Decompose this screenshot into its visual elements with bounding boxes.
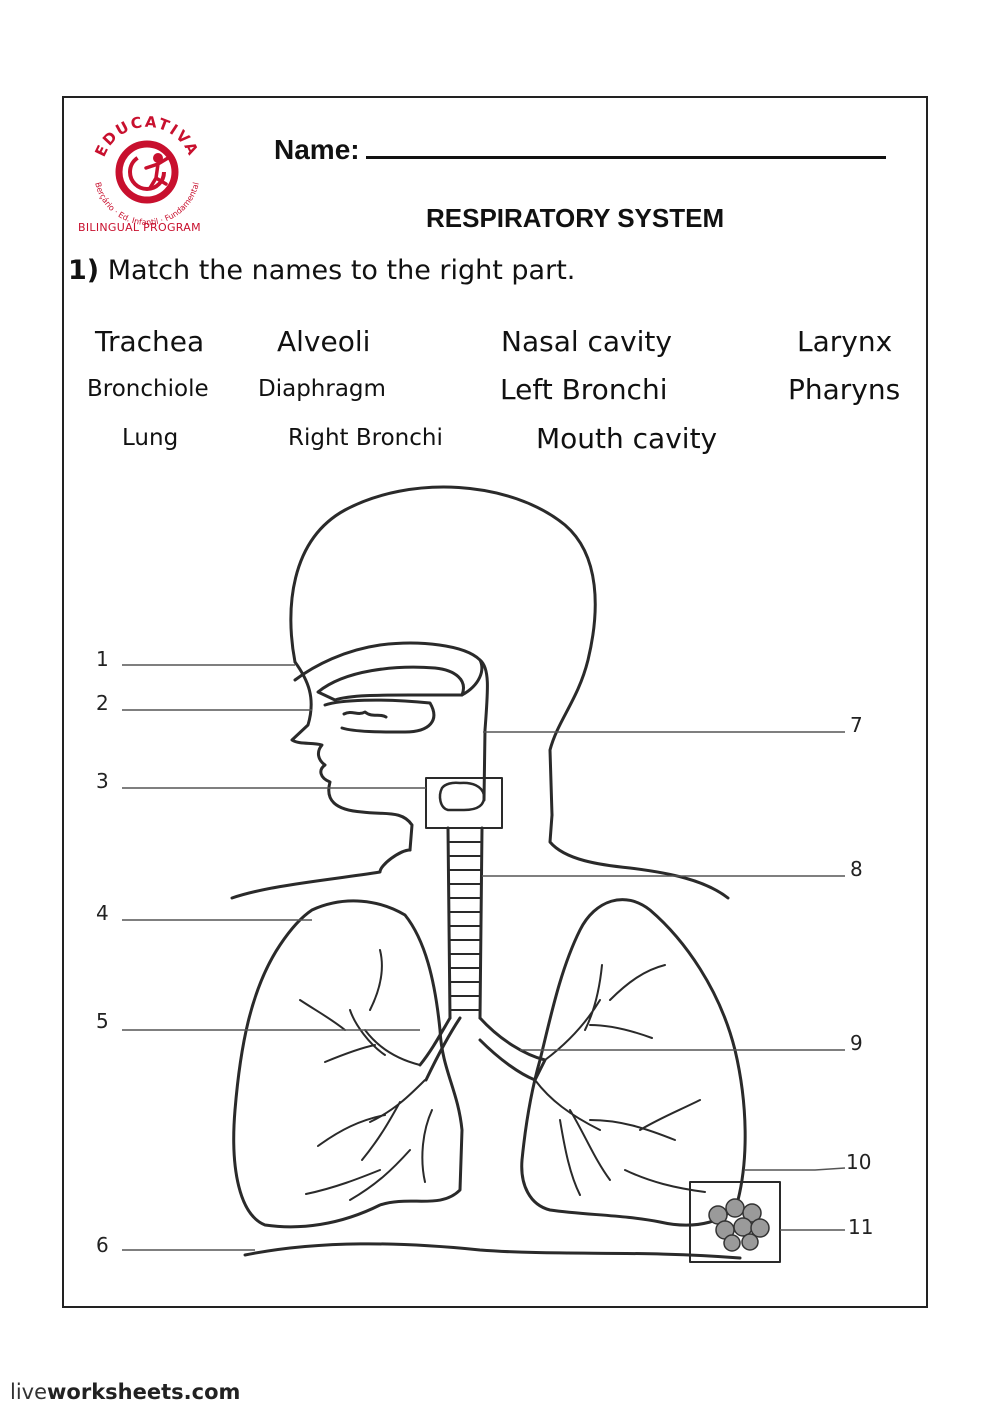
alveoli-box [689, 1181, 781, 1263]
footer-suffix: .com [183, 1380, 241, 1404]
left-lung [520, 898, 747, 1227]
word-alveoli[interactable]: Alveoli [277, 325, 371, 358]
word-bronchiole[interactable]: Bronchiole [87, 376, 209, 402]
label-1: 1 [96, 647, 109, 671]
respiratory-diagram: 1 2 3 4 5 6 7 8 9 10 11 [96, 485, 873, 1263]
pharynx [293, 641, 484, 697]
mouth-cavity [323, 698, 436, 734]
footer-brand-name: worksheets [47, 1380, 184, 1404]
diaphragm [243, 1242, 742, 1260]
face-profile [290, 660, 414, 852]
label-8: 8 [850, 857, 863, 881]
label-7: 7 [850, 713, 863, 737]
word-trachea[interactable]: Trachea [95, 325, 205, 358]
footer-brand: liveworksheets.com [10, 1380, 240, 1404]
trachea [446, 826, 484, 1020]
footer-prefix: live [10, 1380, 48, 1404]
word-larynx[interactable]: Larynx [797, 325, 893, 358]
word-right-bronchi[interactable]: Right Bronchi [288, 425, 443, 451]
nasal-cavity [316, 665, 465, 702]
word-diaphragm[interactable]: Diaphragm [258, 376, 386, 402]
label-4: 4 [96, 901, 109, 925]
left-bronchus [478, 1016, 547, 1082]
instruction: 1) Match the names to the right part. [68, 255, 575, 286]
word-nasal-cavity[interactable]: Nasal cavity [501, 325, 672, 358]
label-9: 9 [850, 1031, 863, 1055]
label-3: 3 [96, 769, 109, 793]
svg-text:EDUCATIVA: EDUCATIVA [91, 113, 202, 160]
label-10: 10 [846, 1150, 871, 1174]
larynx-box [425, 777, 503, 829]
logo-program-label: BILINGUAL PROGRAM [78, 221, 201, 234]
educativa-logo: EDUCATIVA Berçário · Ed. Infantil · Fund… [91, 113, 202, 227]
worksheet-frame [62, 96, 928, 1308]
label-6: 6 [96, 1233, 109, 1257]
worksheet-title: RESPIRATORY SYSTEM [426, 203, 725, 233]
word-mouth-cavity[interactable]: Mouth cavity [536, 422, 718, 455]
right-lung [232, 899, 464, 1229]
word-lung[interactable]: Lung [122, 425, 179, 451]
larynx [438, 781, 486, 812]
label-11: 11 [848, 1215, 873, 1239]
word-pharyns[interactable]: Pharyns [788, 373, 901, 406]
logo-text: EDUCATIVA [91, 113, 200, 160]
alveoli-cluster [708, 1198, 770, 1252]
label-2: 2 [96, 691, 109, 715]
name-label: Name: [274, 134, 360, 165]
name-blank-line[interactable] [365, 128, 886, 159]
label-5: 5 [96, 1009, 109, 1033]
leader-line-10 [745, 1167, 846, 1171]
instruction-number: 1) [68, 255, 100, 286]
name-field: Name: [274, 128, 886, 166]
head-outline [289, 485, 597, 817]
instruction-text: Match the names to the right part. [107, 255, 576, 286]
word-left-bronchi[interactable]: Left Bronchi [500, 373, 668, 406]
